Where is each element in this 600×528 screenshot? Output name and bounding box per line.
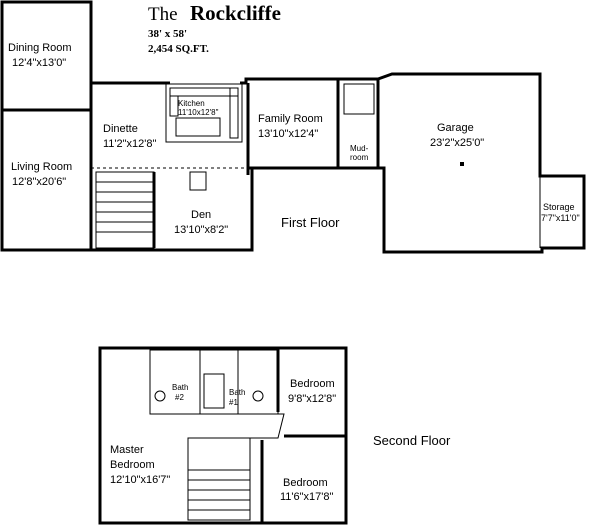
kitchen-name: Kitchen xyxy=(178,99,205,108)
kitchen-island xyxy=(175,117,221,137)
kitchen-size: 11'10x12'8" xyxy=(178,108,219,117)
mudroom-name-line2: room xyxy=(350,153,369,162)
kitchen-counter-top xyxy=(169,87,239,97)
master-bedroom-name-line1: Master xyxy=(110,444,144,456)
kitchen-area xyxy=(165,83,243,143)
powder-room xyxy=(189,171,207,191)
bedroom2-name: Bedroom xyxy=(283,477,328,489)
bathtub-icon xyxy=(203,373,225,409)
toilet-bath1-icon xyxy=(252,390,264,402)
first-floor-stairs xyxy=(95,171,155,249)
living-room-size: 12'8"x20'6" xyxy=(12,176,66,188)
master-bedroom-name-line2: Bedroom xyxy=(110,459,155,471)
kitchen-counter-left xyxy=(169,95,179,117)
bath1-number: #1 xyxy=(229,398,238,407)
garage-walls xyxy=(338,72,586,254)
dinette-size: 11'2"x12'8" xyxy=(103,138,156,150)
bath2-number: #2 xyxy=(175,393,184,402)
den-size: 13'10"x8'2" xyxy=(174,224,228,236)
bath2-name: Bath xyxy=(172,383,188,392)
bedroom2-size: 11'6"x17'8" xyxy=(280,491,333,503)
storage-size: 7'7"x11'0" xyxy=(541,213,580,223)
plan-area: 2,454 SQ.FT. xyxy=(148,43,209,55)
dinette-name: Dinette xyxy=(103,123,138,135)
garage-size: 23'2"x25'0" xyxy=(430,137,484,149)
garage-drain-icon xyxy=(460,162,464,166)
dining-room-name: Dining Room xyxy=(8,42,72,54)
first-floor-label: First Floor xyxy=(281,215,340,230)
rear-wall-family xyxy=(240,77,378,85)
second-floor-label: Second Floor xyxy=(373,433,451,448)
plan-title-name: Rockcliffe xyxy=(190,1,281,25)
living-room-name: Living Room xyxy=(11,161,72,173)
mudroom-name-line1: Mud- xyxy=(350,144,369,153)
garage-name: Garage xyxy=(437,122,474,134)
plan-dimensions: 38' x 58' xyxy=(148,28,187,40)
family-room-size: 13'10"x12'4" xyxy=(258,128,318,140)
upper-hallway xyxy=(186,413,285,439)
kitchen-counter-right xyxy=(229,87,239,139)
toilet-bath2-icon xyxy=(154,390,166,402)
family-room-name: Family Room xyxy=(258,113,323,125)
bedroom1-name: Bedroom xyxy=(290,378,335,390)
mudroom-laundry xyxy=(343,83,375,115)
first-floor-plan: Dining Room 12'4"x13'0" Living Room 12'8… xyxy=(0,0,586,254)
den-name: Den xyxy=(191,209,211,221)
master-bedroom-size: 12'10"x16'7" xyxy=(110,474,170,486)
bedroom1-size: 9'8"x12'8" xyxy=(288,393,336,405)
den-walls xyxy=(89,168,254,252)
storage-name: Storage xyxy=(543,202,575,212)
dining-room-size: 12'4"x13'0" xyxy=(12,57,66,69)
second-floor-plan: Master Bedroom 12'10"x16'7" Bath #2 Bath… xyxy=(98,346,451,525)
plan-title-prefix: The xyxy=(148,4,178,25)
second-floor-stairs xyxy=(187,437,251,521)
baths-area xyxy=(149,349,279,415)
bath1-name: Bath xyxy=(229,388,245,397)
dining-room-walls xyxy=(0,0,93,112)
